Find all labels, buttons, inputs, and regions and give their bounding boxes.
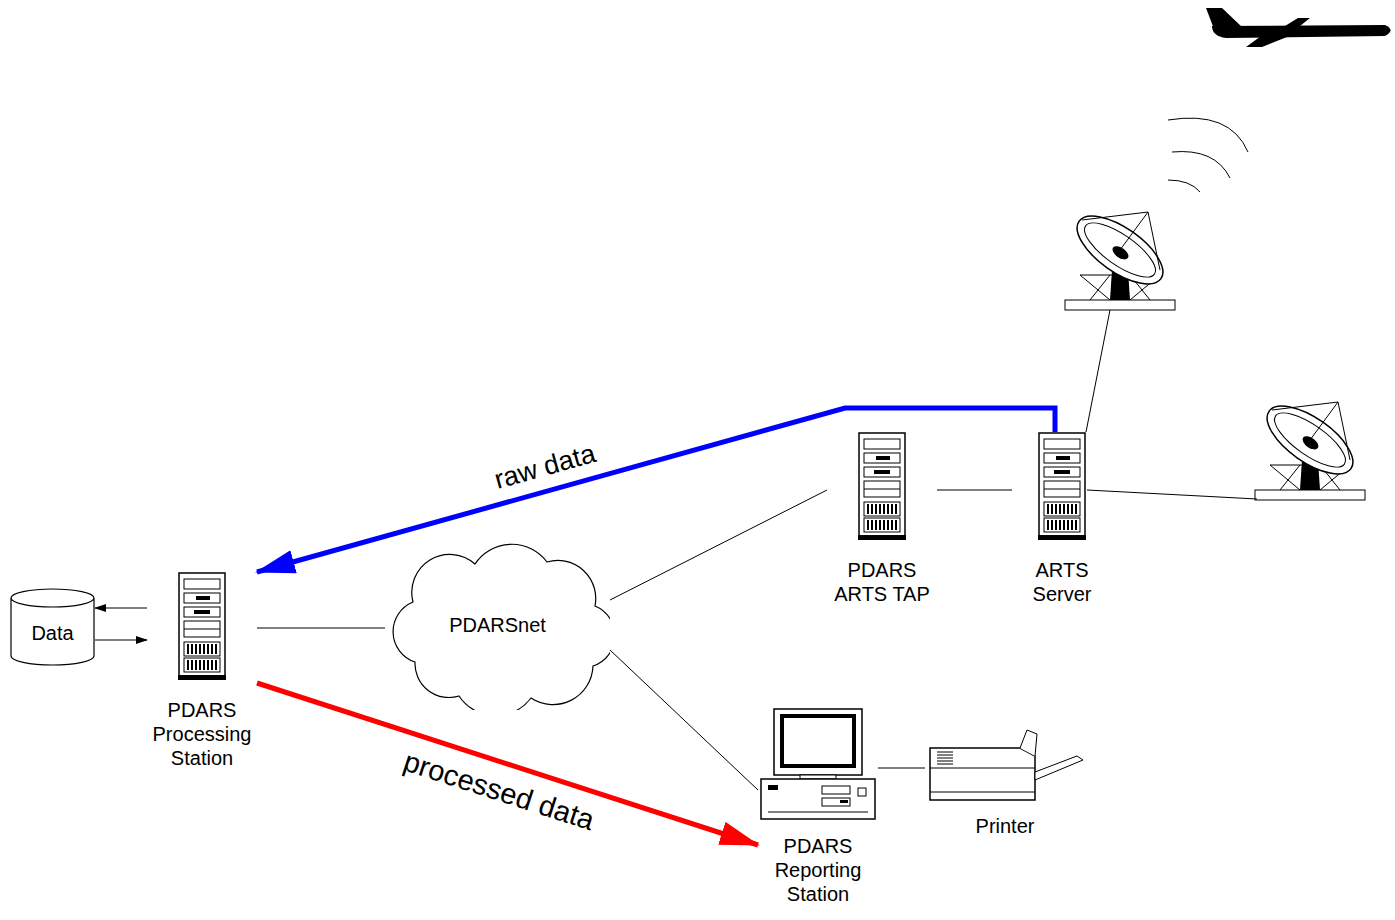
radar-dish [1065,203,1175,310]
computer-icon [760,708,876,820]
flow-label: processed data [397,744,602,838]
node-label: ARTS Server [1012,558,1112,606]
network-link [610,490,827,600]
server-node: PDARS ARTS TAP [827,432,937,606]
radio-waves [1168,118,1248,192]
network-link [610,650,758,790]
server-icon [858,432,906,540]
data-flow-arrow [257,408,1055,572]
server-node: ARTS Server [1012,432,1112,606]
node-label: PDARS Reporting Station [758,834,878,906]
data-store: Data [10,588,95,666]
server-icon [178,572,226,680]
network-link [95,608,147,609]
airplane [1206,8,1391,47]
network-cloud: PDARSnet [385,540,610,710]
node-label: Data [10,621,95,645]
network-link [878,768,925,769]
flow-label: raw data [488,437,602,496]
node-label: PDARS ARTS TAP [827,558,937,606]
node-label: PDARSnet [385,613,610,637]
network-link [257,628,385,629]
server-icon [1038,432,1086,540]
radar-wire [1087,490,1257,499]
printer-node: Printer [925,728,1085,838]
printer-icon [925,728,1085,802]
radar-dish [1255,393,1365,500]
network-link [937,490,1012,491]
computer-node: PDARS Reporting Station [758,708,878,906]
node-label: PDARS Processing Station [147,698,257,770]
radar-wire [1086,310,1110,432]
node-label: Printer [925,814,1085,838]
server-node: PDARS Processing Station [147,572,257,770]
network-link [95,640,147,641]
